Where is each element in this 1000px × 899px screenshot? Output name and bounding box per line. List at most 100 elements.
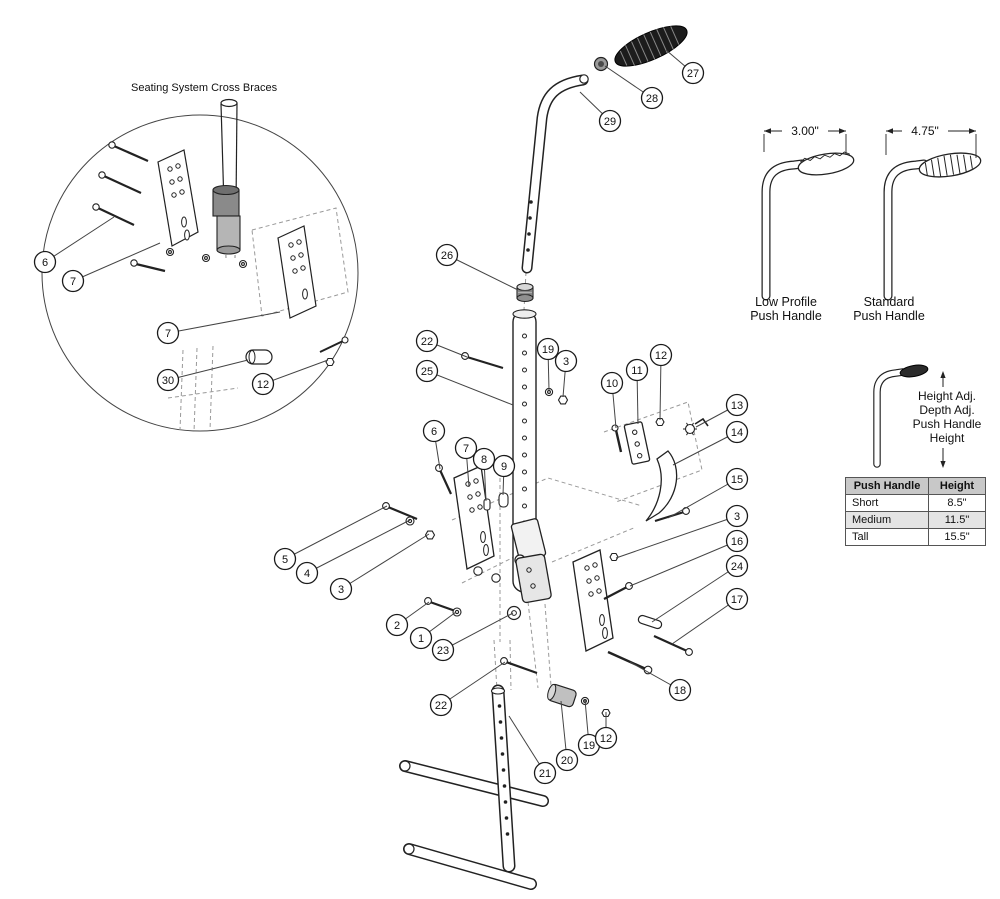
- screw-16: [603, 582, 633, 600]
- main-callout-number-26: 26: [441, 250, 453, 262]
- nut-12-upper: [655, 417, 665, 427]
- main-callout-number-16: 16: [731, 536, 743, 548]
- main-callout-balloon-28: [640, 86, 664, 110]
- pin-8: [483, 498, 491, 511]
- main-callout-number-25: 25: [421, 366, 433, 378]
- main-callout-balloon-24: [725, 554, 749, 578]
- main-assembly: [382, 25, 709, 890]
- main-callout-number-1: 1: [418, 633, 424, 645]
- main-callout-balloon-22: [429, 693, 453, 717]
- inset-callout-number-30: 30: [162, 375, 174, 387]
- main-callout-number-18: 18: [674, 685, 686, 697]
- cell-height: 8.5": [928, 494, 986, 512]
- main-leader-line-4: [306, 519, 411, 574]
- dim-arrow-down: [940, 461, 946, 468]
- receiver-block-11: [623, 421, 651, 465]
- inset-callout-number-12: 12: [257, 379, 269, 391]
- label-standard-line1: Standard: [864, 295, 915, 309]
- main-callout-balloon-13: [725, 393, 749, 417]
- label-low-profile-line2: Push Handle: [750, 309, 822, 323]
- cell-size: Short: [845, 494, 929, 512]
- cell-size: Tall: [845, 528, 929, 546]
- main-leader-line-3: [340, 533, 430, 590]
- height-adj-text-line2: Depth Adj.: [919, 403, 974, 417]
- main-callout-number-20: 20: [561, 755, 573, 767]
- hand-grip: [614, 25, 688, 67]
- main-callout-balloon-15: [725, 467, 749, 491]
- push-handle-tube: [521, 74, 589, 274]
- inset-spacer-tube: [245, 349, 273, 365]
- main-callout-balloon-27: [681, 61, 705, 85]
- main-callout-balloon-23: [431, 638, 455, 662]
- screw-22-upper: [461, 352, 504, 370]
- main-callout-number-5: 5: [282, 554, 288, 566]
- main-callout-number-3: 3: [563, 356, 569, 368]
- sleeve-20: [547, 683, 577, 708]
- dim-arrow-left: [764, 128, 771, 134]
- main-callout-number-8: 8: [481, 454, 487, 466]
- washer-1: [452, 607, 462, 617]
- height-adjust-grip: [899, 364, 929, 378]
- main-callout-number-6: 6: [431, 426, 437, 438]
- main-callout-number-22: 22: [435, 700, 447, 712]
- main-callout-number-13: 13: [731, 400, 743, 412]
- nut-3-right: [609, 552, 619, 562]
- grip-ferrule: [593, 56, 609, 72]
- dim-low-profile: 3.00": [791, 124, 819, 138]
- main-callout-number-12: 12: [655, 350, 667, 362]
- main-callout-balloon-1: [409, 626, 433, 650]
- inset-washers: [165, 247, 248, 269]
- table-header-push-handle: Push Handle: [845, 477, 929, 495]
- main-callout-balloon-10: [600, 371, 624, 395]
- main-callout-balloon-2: [385, 613, 409, 637]
- main-leader-line-17: [671, 598, 738, 645]
- nut-3-left: [424, 530, 436, 540]
- spacer-23: [506, 605, 522, 621]
- low-profile-figure: 3.00" Low Profile Push Handle: [750, 124, 855, 323]
- inset-callout-balloon-12: [251, 372, 275, 396]
- dim-standard: 4.75": [911, 124, 939, 138]
- main-callout-balloon-19: [536, 337, 560, 361]
- main-callout-number-3: 3: [338, 584, 344, 596]
- right-bracket: [572, 549, 614, 652]
- main-callout-balloon-17: [725, 587, 749, 611]
- inset-callout-number-6: 6: [42, 257, 48, 269]
- inset-leader-line-7: [167, 311, 281, 334]
- main-callout-number-2: 2: [394, 620, 400, 632]
- main-callout-balloon-3: [554, 349, 578, 373]
- main-callout-number-9: 9: [501, 461, 507, 473]
- main-callout-balloon-25: [415, 359, 439, 383]
- main-leader-line-22: [440, 661, 506, 706]
- main-callout-number-12: 12: [600, 733, 612, 745]
- inset-screws: [92, 141, 166, 273]
- inset-leader-line-6: [44, 216, 115, 263]
- main-callout-number-29: 29: [604, 116, 616, 128]
- main-callout-balloon-22: [415, 329, 439, 353]
- inset-callout-number-7: 7: [165, 328, 171, 340]
- main-leader-line-25: [426, 370, 514, 406]
- main-callout-balloon-3: [725, 504, 749, 528]
- main-callout-balloon-16: [725, 529, 749, 553]
- inset-right-bracket: [277, 225, 317, 319]
- height-adjust-figure: Height Adj. Depth Adj. Push Handle Heigh…: [873, 364, 982, 468]
- main-callout-balloon-18: [668, 678, 692, 702]
- tube-plug: [516, 282, 534, 303]
- label-low-profile-line1: Low Profile: [755, 295, 817, 309]
- main-callout-balloon-3: [329, 577, 353, 601]
- main-leader-line-21: [508, 715, 546, 774]
- inset-alignment-outline: [251, 207, 349, 317]
- inset-callout-balloon-30: [156, 368, 180, 392]
- table-header-height: Height: [928, 477, 986, 495]
- height-adj-text-line4: Height: [930, 431, 965, 445]
- label-standard-line2: Push Handle: [853, 309, 925, 323]
- standard-grip: [918, 152, 982, 178]
- inset-boundary-circle: [41, 114, 359, 432]
- main-callout-balloon-5: [273, 547, 297, 571]
- main-callout-number-15: 15: [731, 474, 743, 486]
- main-callout-number-22: 22: [421, 336, 433, 348]
